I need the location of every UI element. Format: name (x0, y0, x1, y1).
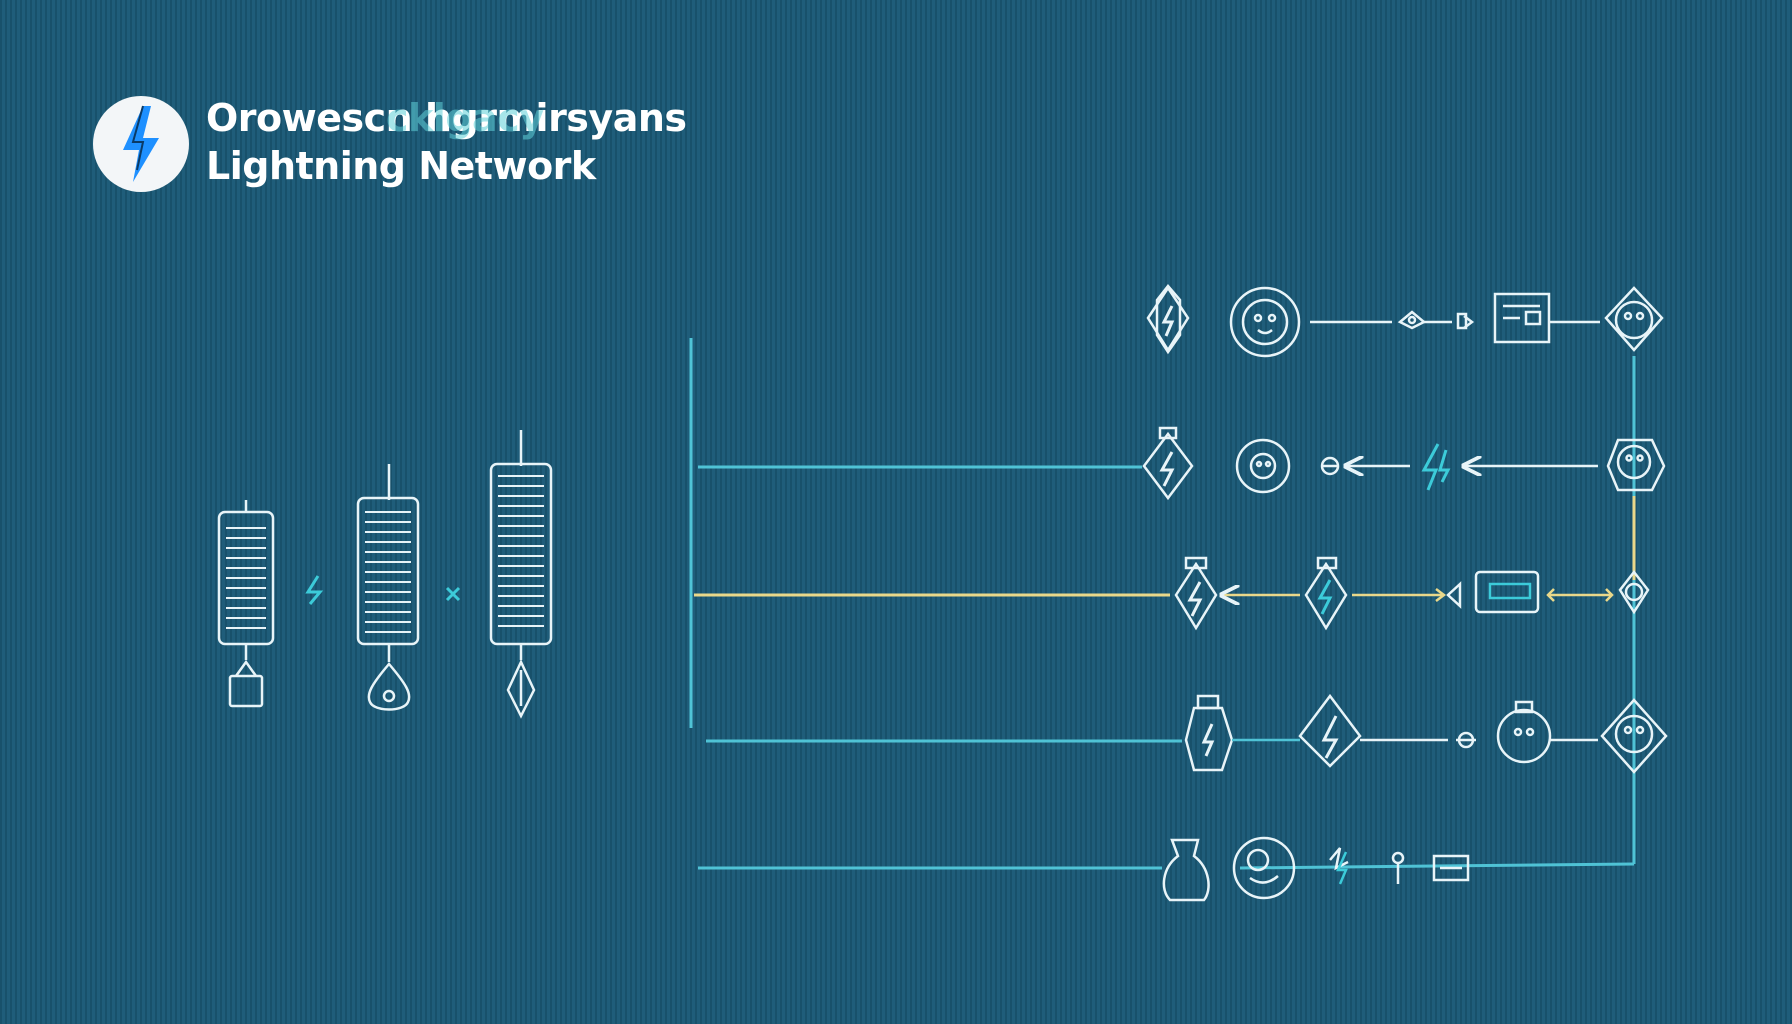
face-node-icon (1232, 836, 1296, 900)
lightning-bolt-icon (305, 575, 324, 605)
title-line-2: Lightning Network (206, 144, 596, 188)
connector-line (1239, 862, 1635, 870)
gear-icon (1456, 731, 1476, 749)
face-node-icon (1496, 700, 1552, 764)
lightning-logo-icon (93, 96, 189, 192)
lightning-bolt-icon (1317, 579, 1333, 615)
battery-stack-icon (217, 500, 275, 646)
arrow-node-icon (1456, 312, 1475, 330)
drop-icon (367, 644, 411, 711)
hexagon-bolt-node-icon (1304, 556, 1348, 631)
speaker-icon (1446, 581, 1462, 609)
arrow-tip-icon (506, 644, 536, 719)
face-node-icon (1618, 569, 1650, 615)
hexagon-bolt-node-icon (1298, 693, 1362, 768)
hexagon-bolt-node-icon (1142, 426, 1194, 501)
padlock-icon (228, 644, 264, 708)
card-icon (1474, 570, 1540, 614)
arrow-node-icon (1329, 847, 1349, 871)
hexagon-bolt-node-icon (1174, 556, 1218, 631)
face-node-icon (1606, 438, 1666, 492)
gear-icon (1320, 456, 1340, 476)
title-overlay-text: cklgacy (386, 96, 544, 140)
lightning-bolt-icon (1421, 443, 1451, 491)
face-node-icon (1229, 286, 1301, 358)
battery-stack-icon (489, 430, 553, 646)
hexagon-bolt-node-icon (1146, 284, 1190, 355)
face-node-icon (1600, 698, 1668, 774)
card-icon (1432, 854, 1470, 882)
face-node-icon (1235, 438, 1291, 494)
battery-icon (1162, 838, 1210, 902)
lightning-bolt-icon (1336, 851, 1348, 885)
card-icon (1493, 292, 1551, 344)
battery-stack-icon (356, 464, 420, 646)
multiply-icon (445, 586, 461, 602)
hexagon-bolt-node-icon (1184, 694, 1234, 772)
lock-node-icon (1391, 851, 1405, 884)
title-line-1: Orowescn hgrmirsyans (206, 96, 687, 140)
face-node-icon (1604, 286, 1664, 352)
lock-node-icon (1397, 310, 1427, 330)
